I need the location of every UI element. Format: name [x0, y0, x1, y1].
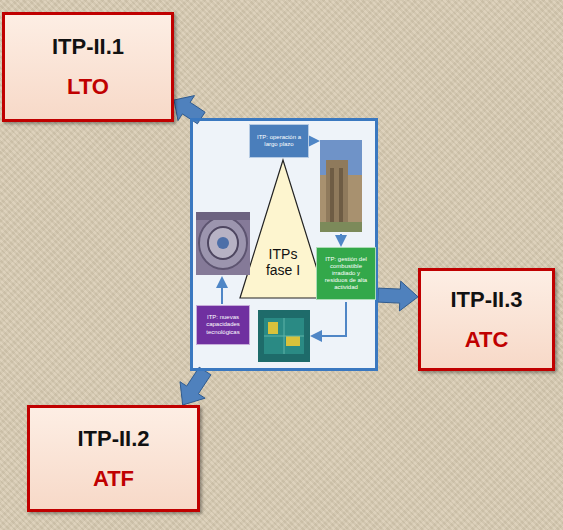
cycle-arrow	[221, 278, 223, 304]
itp-acronym: ATC	[465, 327, 509, 353]
itp-mini-box: ITP: operación a largo plazo	[249, 124, 309, 158]
itp-code: ITP-II.1	[52, 34, 124, 60]
itp-mini-box: ITP: gestión del combustible irradiado y…	[316, 247, 376, 300]
cycle-arrow	[310, 140, 318, 142]
itp-code: ITP-II.2	[77, 426, 149, 452]
itp-box: ITP-II.2ATF	[27, 405, 200, 512]
itp-label: ITP: gestión del combustible irradiado y…	[320, 256, 372, 292]
triangle-label: ITPs fase I	[257, 246, 309, 278]
cycle-arrow	[312, 302, 346, 336]
itp-label: ITP: operación a largo plazo	[253, 134, 305, 148]
itp-box: ITP-II.3ATC	[418, 268, 555, 371]
panel-ground	[190, 118, 378, 371]
itp-acronym: ATF	[93, 466, 134, 492]
block-arrow	[378, 281, 418, 311]
block-arrow	[180, 367, 211, 405]
cycle-arrow	[340, 234, 342, 245]
building-photo	[320, 140, 362, 232]
itp-code: ITP-II.3	[450, 287, 522, 313]
itp-mini-box: ITP: nuevas capacidades tecnológicas	[196, 305, 250, 345]
reactor-photo	[196, 212, 250, 275]
itp-box: ITP-II.1LTO	[2, 12, 174, 122]
phase-panel: ITPs fase I ITP: operación a largo plazoI…	[190, 118, 378, 371]
itp-acronym: LTO	[67, 74, 109, 100]
pool-photo	[258, 310, 310, 362]
triangle	[240, 160, 326, 298]
itp-label: ITP: nuevas capacidades tecnológicas	[200, 314, 246, 336]
